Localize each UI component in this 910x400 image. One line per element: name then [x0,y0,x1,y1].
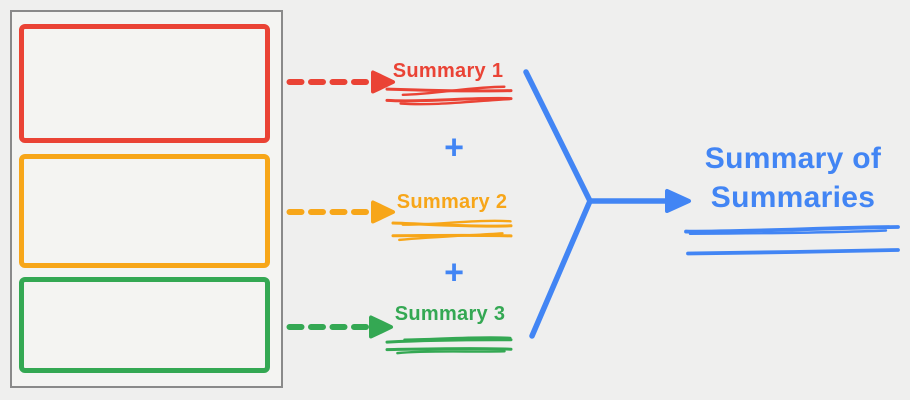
summary-1-label: Summary 1 [392,60,504,82]
merge-fork-arrow [523,69,691,339]
summary-2-label: Summary 2 [396,191,508,213]
summary-1-scribble-lines [385,85,513,106]
result-label: Summary of Summaries [686,139,900,217]
plus-operator-1: + [444,128,464,167]
summary-3-scribble-lines [385,336,513,355]
document-chunk-3 [19,277,270,373]
chunk-1-to-summary-1-dashed-arrow [265,70,395,94]
result-label-line-1: Summary of [704,142,882,175]
source-document [10,10,283,388]
chunk-2-to-summary-2-dashed-arrow [265,200,395,224]
summary-2-scribble-lines [391,219,513,242]
document-chunk-1 [19,24,270,143]
result-label-line-2: Summaries [710,181,876,214]
chunk-3-to-summary-3-dashed-arrow [265,315,393,339]
summary-3-label: Summary 3 [394,303,506,325]
result-scribble-lines [684,225,900,256]
plus-operator-2: + [444,253,464,292]
document-chunk-2 [19,154,270,268]
